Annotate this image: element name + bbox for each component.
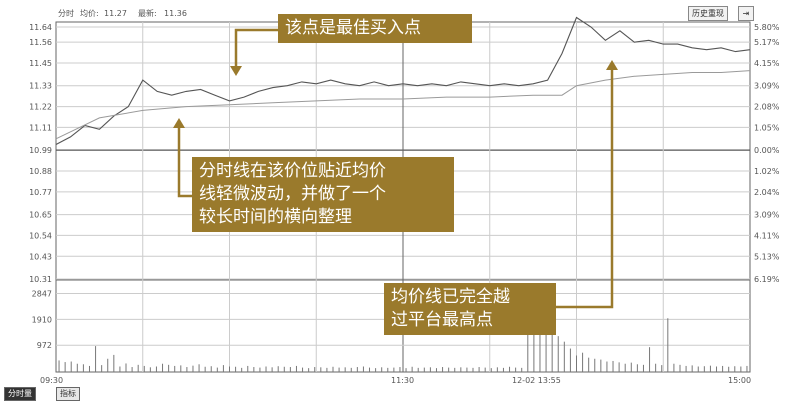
percent-tick-label: 5.13% xyxy=(754,252,780,261)
price-tick-label: 11.56 xyxy=(29,38,52,47)
volume-tick-label: 972 xyxy=(37,341,52,350)
tab-volume[interactable]: 分时量 xyxy=(4,387,36,401)
percent-tick-label: 2.04% xyxy=(754,188,780,197)
time-tick-label: 11:30 xyxy=(391,376,414,385)
price-tick-label: 11.33 xyxy=(29,82,52,91)
avg-value: 11.27 xyxy=(104,9,127,18)
price-tick-label: 11.22 xyxy=(29,103,52,112)
percent-tick-label: 2.08% xyxy=(754,103,780,112)
average-price-line xyxy=(55,70,751,140)
avg-label: 均价: xyxy=(80,8,99,18)
price-tick-label: 10.65 xyxy=(29,211,52,220)
price-tick-label: 11.11 xyxy=(29,123,52,132)
consolidation-arrow-line xyxy=(177,128,192,198)
price-tick-label: 10.88 xyxy=(29,167,52,176)
price-tick-label: 10.99 xyxy=(29,146,52,155)
price-tick-label: 11.64 xyxy=(29,23,52,32)
percent-tick-label: 4.11% xyxy=(754,231,780,240)
price-tick-label: 10.43 xyxy=(29,252,52,261)
breakout-line-1: 均价线已完全越 xyxy=(391,287,510,307)
mode-label: 分时 xyxy=(58,8,74,18)
price-tick-label: 10.54 xyxy=(29,231,52,240)
last-label: 最新: xyxy=(138,8,157,18)
volume-tick-label: 2847 xyxy=(32,289,52,298)
percent-tick-label: 4.15% xyxy=(754,59,780,68)
arrow-to-right-icon[interactable]: ⇥ xyxy=(738,6,754,21)
percent-tick-label: 5.17% xyxy=(754,38,780,47)
percent-tick-label: 3.09% xyxy=(754,211,780,220)
time-tick-label: 15:00 xyxy=(728,376,751,385)
price-tick-label: 11.45 xyxy=(29,59,52,68)
breakout-annotation: 均价线已完全越 过平台最高点 xyxy=(384,283,556,335)
percent-tick-label: 5.80% xyxy=(754,23,780,32)
percent-tick-label: 1.05% xyxy=(754,123,780,132)
volume-tick-label: 1910 xyxy=(32,315,52,324)
breakout-line-2: 过平台最高点 xyxy=(391,310,493,330)
buy-point-arrowhead xyxy=(230,66,242,76)
price-tick-label: 10.77 xyxy=(29,188,52,197)
buy-point-arrow-line xyxy=(234,28,278,66)
consolidation-annotation: 分时线在该价位贴近均价 线轻微波动，并做了一个 较长时间的横向整理 xyxy=(192,157,454,232)
consolidation-arrowhead xyxy=(173,118,185,128)
percent-tick-label: 6.19% xyxy=(754,275,780,284)
percent-tick-label: 0.00% xyxy=(754,146,780,155)
consolidation-line-1: 分时线在该价位贴近均价 xyxy=(199,161,386,181)
price-tick-label: 10.31 xyxy=(29,275,52,284)
breakout-arrowhead xyxy=(606,60,618,70)
percent-tick-label: 3.09% xyxy=(754,82,780,91)
time-tick-label: 12-02 13:55 xyxy=(512,376,561,385)
tab-indicator[interactable]: 指标 xyxy=(56,387,80,401)
percent-tick-label: 1.02% xyxy=(754,167,780,176)
consolidation-line-2: 线轻微波动，并做了一个 xyxy=(199,184,386,204)
price-line xyxy=(55,16,751,145)
time-tick-label: 09:30 xyxy=(40,376,63,385)
consolidation-line-3: 较长时间的横向整理 xyxy=(199,207,352,227)
breakout-arrow-line xyxy=(556,70,614,309)
history-replay-button[interactable]: 历史重现 xyxy=(688,6,728,21)
last-value: 11.36 xyxy=(164,9,187,18)
buy-point-text: 该点是最佳买入点 xyxy=(285,18,421,38)
buy-point-annotation: 该点是最佳买入点 xyxy=(278,14,472,43)
